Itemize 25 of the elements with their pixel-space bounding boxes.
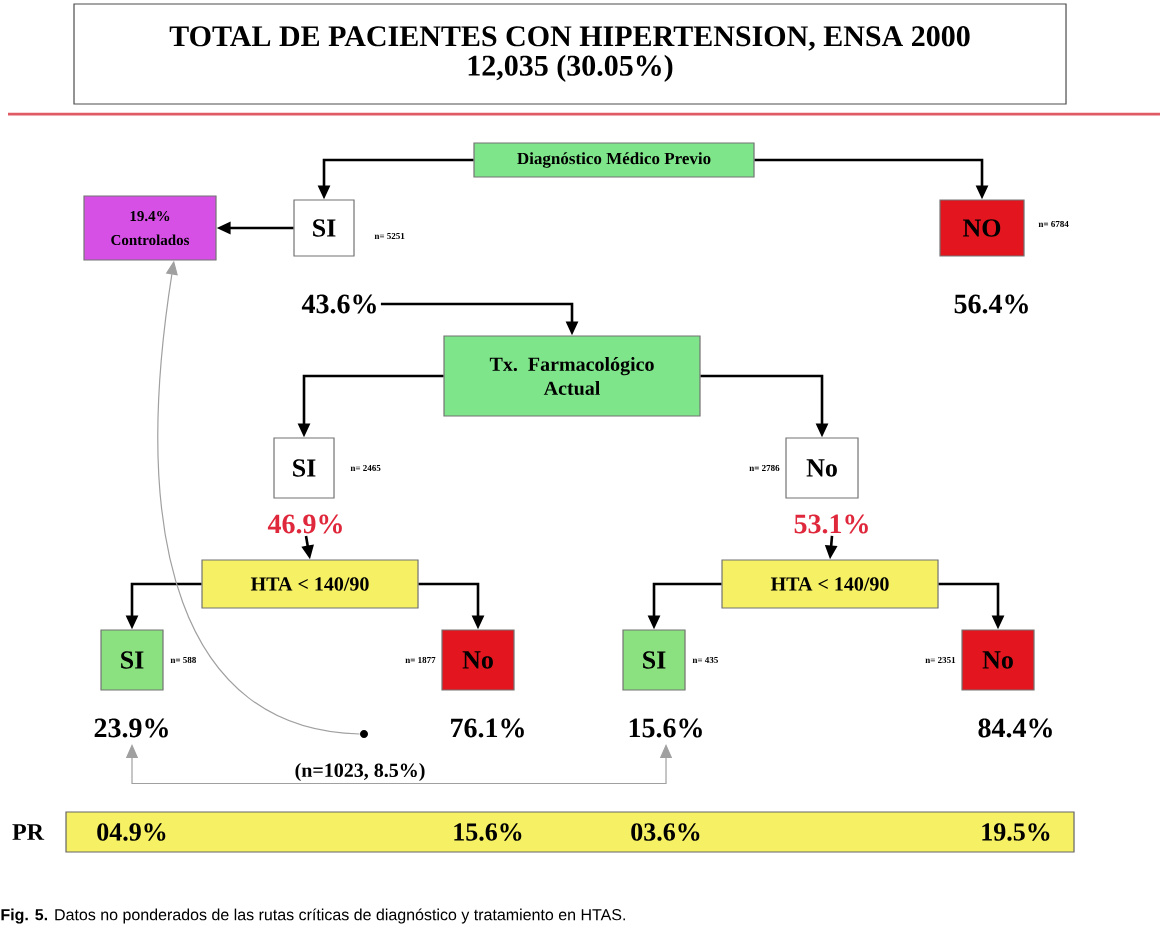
annotation-text: (n=1023, 8.5%) xyxy=(295,762,425,782)
percentage-label: 53.1% xyxy=(794,514,868,534)
answer-box: SI xyxy=(293,199,355,257)
percentage-label: 46.9% xyxy=(267,514,342,534)
percentage-label: 84.4% xyxy=(978,718,1052,738)
percentage-label: 15.6% xyxy=(629,718,702,738)
percentage-label: 43.6% xyxy=(301,294,376,314)
answer-box: No xyxy=(441,629,515,691)
result-bar: 04.9% 15.6% 03.6% 19.5% xyxy=(65,811,1075,853)
condition-box: HTA < 140/90 xyxy=(201,559,419,609)
caption-text: Fig. 5. Datos no ponderados de las rutas críticas de diagnóstico y tratamiento en HTAS. xyxy=(1,908,625,924)
answer-box: SI xyxy=(273,437,335,499)
decision-box: Diagnóstico Médico Previo xyxy=(473,142,755,178)
answer-box: SI xyxy=(622,629,686,691)
percentage-label: 23.9% xyxy=(94,718,168,738)
answer-box: No xyxy=(961,629,1035,691)
row-label: PR xyxy=(12,824,45,840)
answer-box: NO xyxy=(939,199,1025,257)
percentage-label: 56.4% xyxy=(954,294,1028,314)
answer-box: No xyxy=(785,437,859,499)
decision-box: Tx. Farmacológico Actual xyxy=(443,335,701,417)
percentage-label: 76.1% xyxy=(451,718,524,738)
answer-box: SI xyxy=(100,629,164,691)
condition-box: HTA < 140/90 xyxy=(721,559,939,609)
title-box: TOTAL DE PACIENTES CON HIPERTENSION, ENSA 2000 12,035 (30.05%) xyxy=(73,3,1067,105)
